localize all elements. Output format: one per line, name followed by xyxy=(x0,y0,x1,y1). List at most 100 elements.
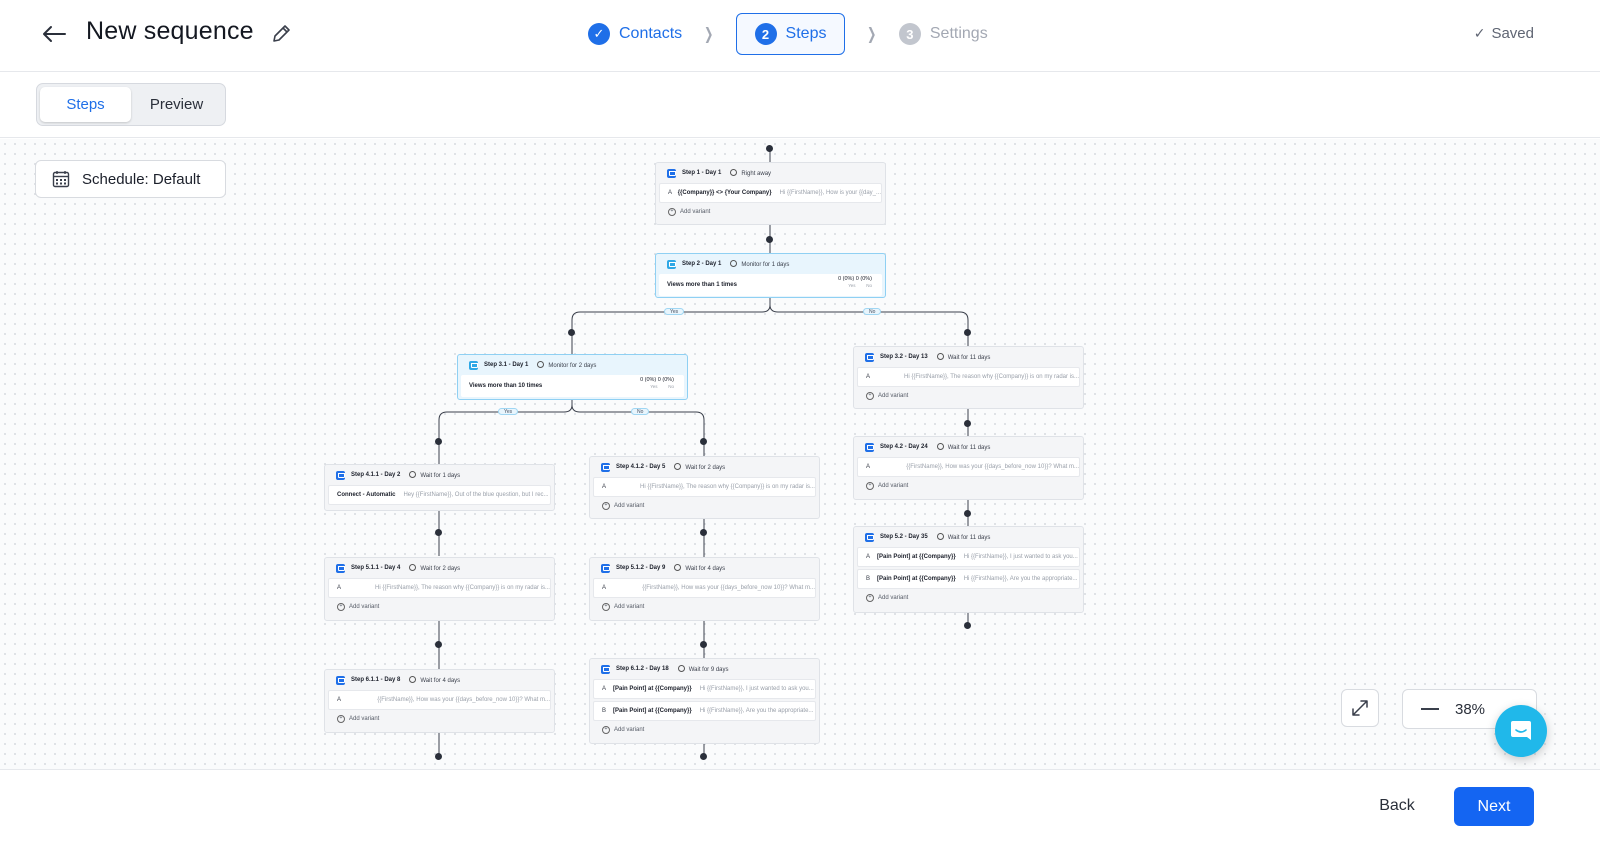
add-variant-button[interactable]: Add variant xyxy=(854,479,1083,493)
fit-view-button[interactable] xyxy=(1341,689,1379,727)
connector-dot[interactable] xyxy=(964,622,971,629)
add-variant-button[interactable]: Add variant xyxy=(656,205,885,219)
chat-launcher[interactable] xyxy=(1495,705,1547,757)
step-wait[interactable]: Monitor for 1 days xyxy=(730,260,789,268)
variant-preview: Hi {{FirstName}}, The reason why {{Compa… xyxy=(375,585,550,591)
connector-dot[interactable] xyxy=(766,145,773,152)
schedule-button[interactable]: Schedule: Default xyxy=(35,160,226,198)
stepper-item-settings[interactable]: 3 Settings xyxy=(898,13,988,55)
tab-preview[interactable]: Preview xyxy=(149,96,204,113)
top-bar: New sequence ✓ Contacts ❯ 2 Steps ❯ 3 Se… xyxy=(0,0,1600,72)
stepper-item-steps[interactable]: 2 Steps xyxy=(735,13,846,55)
connector-dot[interactable] xyxy=(700,438,707,445)
step-wait[interactable]: Wait for 2 days xyxy=(409,564,460,572)
mail-icon xyxy=(865,352,874,362)
connector-dot[interactable] xyxy=(435,438,442,445)
page-title: New sequence xyxy=(86,17,254,45)
variant-preview: Hi {{FirstName}}, I just wanted to ask y… xyxy=(699,686,814,692)
step-wait[interactable]: Wait for 4 days xyxy=(409,676,460,684)
branch-label-no: No xyxy=(863,308,882,315)
condition-text: Views more than 1 times xyxy=(667,282,737,288)
connector-dot[interactable] xyxy=(964,420,971,427)
arrow-left-icon[interactable] xyxy=(40,22,68,46)
step-wait[interactable]: Right away xyxy=(730,169,771,177)
variant-row[interactable]: B[Pain Point] at {{Company}}Hi {{FirstNa… xyxy=(593,701,816,721)
variant-preview: Hi {{FirstName}}, The reason why {{Compa… xyxy=(904,374,1079,380)
add-variant-button[interactable]: Add variant xyxy=(590,600,819,614)
connector-dot[interactable] xyxy=(700,753,707,760)
monitor-stats: 0 (0%) 0 (0%)Yes No xyxy=(640,377,674,390)
connector-dot[interactable] xyxy=(766,236,773,243)
connector-dot[interactable] xyxy=(568,329,575,336)
pencil-icon[interactable] xyxy=(270,22,292,46)
monitor-condition[interactable]: Views more than 1 times 0 (0%) 0 (0%)Yes… xyxy=(659,274,882,296)
step-wait[interactable]: Wait for 1 days xyxy=(409,471,460,479)
variant-row[interactable]: B[Pain Point] at {{Company}}Hi {{FirstNa… xyxy=(857,569,1080,589)
variant-row[interactable]: A[Pain Point] at {{Company}}Hi {{FirstNa… xyxy=(857,547,1080,567)
step-wait[interactable]: Wait for 2 days xyxy=(674,463,725,471)
footer-bar xyxy=(0,769,1600,861)
variant-letter: B xyxy=(866,576,871,582)
variant-row[interactable]: A[Pain Point] at {{Company}}Hi {{FirstNa… xyxy=(593,679,816,699)
connector-dot[interactable] xyxy=(964,510,971,517)
mail-icon xyxy=(667,168,676,178)
branch-label-yes: Yes xyxy=(664,308,685,315)
wizard-stepper: ✓ Contacts ❯ 2 Steps ❯ 3 Settings xyxy=(588,13,988,55)
zoom-out-button[interactable] xyxy=(1417,698,1445,720)
eye-icon xyxy=(469,360,478,370)
stat-yes-label: Yes xyxy=(848,282,856,288)
add-variant-button[interactable]: Add variant xyxy=(854,389,1083,403)
stat-yes-label: Yes xyxy=(650,383,658,389)
connector-dot[interactable] xyxy=(964,329,971,336)
add-variant-button[interactable]: Add variant xyxy=(590,723,819,737)
add-variant-button[interactable]: Add variant xyxy=(590,499,819,513)
stat-no-label: No xyxy=(668,383,674,389)
connect-label: Connect - Automatic xyxy=(337,492,396,498)
variant-row[interactable]: A{{FirstName}}, How was your {{days_befo… xyxy=(328,690,551,710)
step-wait[interactable]: Wait for 11 days xyxy=(937,353,991,361)
variant-letter: A xyxy=(337,697,342,703)
connector-dot[interactable] xyxy=(435,641,442,648)
step-wait[interactable]: Wait for 11 days xyxy=(937,533,991,541)
stat-no-label: No xyxy=(866,282,872,288)
connector-dot[interactable] xyxy=(700,641,707,648)
variant-letter: B xyxy=(602,708,607,714)
step-wait[interactable]: Wait for 11 days xyxy=(937,443,991,451)
connector-dot[interactable] xyxy=(435,753,442,760)
variant-row[interactable]: A{{FirstName}}, How was your {{days_befo… xyxy=(593,578,816,598)
next-button[interactable]: Next xyxy=(1454,787,1534,826)
calendar-icon xyxy=(52,171,70,188)
tab-steps[interactable]: Steps xyxy=(40,87,131,122)
variant-row[interactable]: A{{FirstName}}, How was your {{days_befo… xyxy=(857,457,1080,477)
connector-dot[interactable] xyxy=(435,529,442,536)
back-button[interactable]: Back xyxy=(1379,797,1415,814)
step-wait[interactable]: Wait for 9 days xyxy=(678,665,729,673)
variant-letter: A xyxy=(866,554,871,560)
add-variant-button[interactable]: Add variant xyxy=(325,600,554,614)
step-wait[interactable]: Wait for 4 days xyxy=(674,564,725,572)
stepper-item-contacts[interactable]: ✓ Contacts xyxy=(588,13,682,55)
add-variant-button[interactable]: Add variant xyxy=(325,712,554,726)
add-variant-button[interactable]: Add variant xyxy=(854,591,1083,605)
variant-row[interactable]: A{{Company}} <> {Your Company}Hi {{First… xyxy=(659,183,882,203)
monitor-condition[interactable]: Views more than 10 times 0 (0%) 0 (0%)Ye… xyxy=(461,375,684,397)
connector-dot[interactable] xyxy=(700,529,707,536)
step-wait[interactable]: Monitor for 2 days xyxy=(537,361,596,369)
